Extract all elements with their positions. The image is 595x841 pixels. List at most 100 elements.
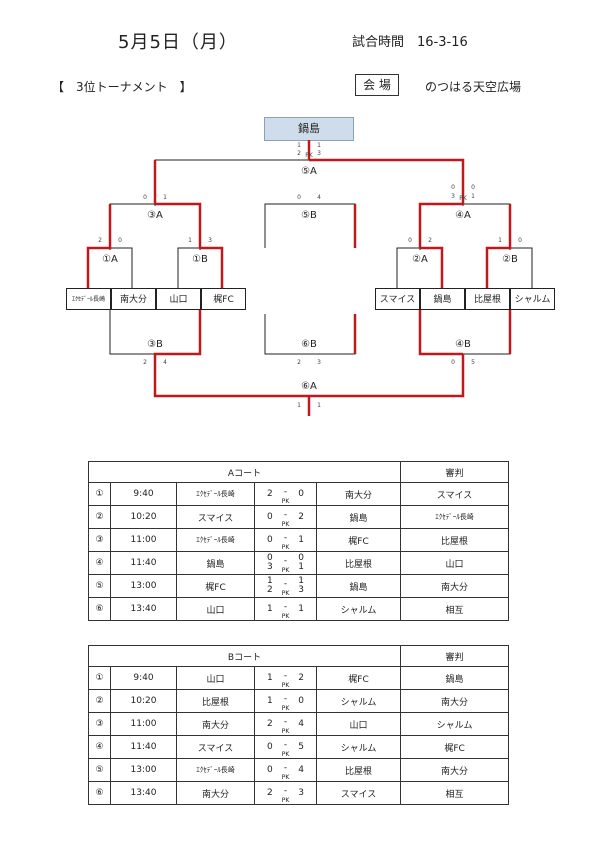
referee: シャルム: [400, 712, 510, 736]
home-team: 山口: [176, 597, 255, 621]
away-score: 2: [298, 672, 304, 683]
home-score: 0: [267, 553, 273, 563]
match-number: ⑤: [88, 574, 111, 598]
pk-label: PK: [281, 774, 290, 781]
away-score: 1: [298, 576, 304, 586]
score-5A-right-pk: 3: [317, 150, 321, 157]
match-number: ①: [88, 666, 111, 690]
home-team: ｴｸｾﾃﾞｰﾙ長崎: [176, 758, 255, 782]
node-3A: ③A: [147, 210, 163, 221]
referee: 梶FC: [400, 735, 510, 759]
score-6B-right: 3: [317, 359, 321, 366]
pk-label: PK: [281, 682, 290, 689]
home-score: 1: [267, 576, 273, 586]
table-a-referee-header: 審判: [400, 461, 510, 483]
score-1B-left: 1: [188, 237, 192, 244]
match-time: 11:00: [110, 528, 177, 552]
score-1A-left: 2: [98, 237, 102, 244]
score-dash: -: [283, 533, 288, 543]
node-5B: ⑤B: [301, 210, 317, 221]
home-pk-score: 2: [267, 585, 273, 595]
referee: 南大分: [400, 574, 510, 598]
referee: 比屋根: [400, 528, 510, 552]
home-team: 南大分: [176, 781, 255, 805]
away-team: 比屋根: [315, 551, 402, 575]
match-time: 11:40: [110, 735, 177, 759]
tournament-title: 【 3位トーナメント 】: [52, 80, 192, 94]
referee: 山口: [400, 551, 510, 575]
table-b-referee-header: 審判: [400, 645, 510, 667]
score-3B-right: 4: [163, 359, 167, 366]
score-dash: -: [283, 671, 288, 681]
match-time: 9:40: [110, 666, 177, 690]
score-6B-left: 2: [297, 359, 301, 366]
node-2B: ②B: [502, 254, 518, 265]
node-1B: ①B: [192, 254, 208, 265]
score-2B-left: 1: [498, 237, 502, 244]
venue-name: のつはる天空広場: [425, 80, 522, 94]
score-dash: -: [283, 510, 288, 520]
score-3B-left: 2: [143, 359, 147, 366]
home-score: 0: [267, 511, 273, 522]
score-dash: -: [283, 694, 288, 704]
score-6A-right: 1: [317, 402, 321, 409]
home-score: 1: [267, 603, 273, 614]
match-number: ③: [88, 528, 111, 552]
referee: 鍋島: [400, 666, 510, 690]
home-team: 南大分: [176, 712, 255, 736]
away-score: 4: [298, 718, 304, 729]
page-date: 5月5日（月）: [118, 32, 238, 53]
score-2A-left: 0: [408, 237, 412, 244]
match-time: 13:40: [110, 781, 177, 805]
score-4B-right: 5: [471, 359, 475, 366]
match-time: 試合時間 16-3-16: [352, 35, 468, 50]
home-score: 1: [267, 672, 273, 683]
venue-label: 会 場: [355, 74, 399, 96]
table-b-title: Bコート: [87, 645, 402, 667]
pk-label: PK: [281, 728, 290, 735]
match-time: 11:00: [110, 712, 177, 736]
pk-label: PK: [281, 613, 290, 620]
home-team: 鍋島: [176, 551, 255, 575]
node-5A: ⑤A: [301, 166, 317, 177]
team-box: スマイス: [375, 288, 420, 310]
referee: スマイス: [400, 482, 510, 506]
away-score: 0: [298, 695, 304, 706]
home-team: 山口: [176, 666, 255, 690]
referee: 南大分: [400, 689, 510, 713]
away-score: 5: [298, 741, 304, 752]
match-time: 9:40: [110, 482, 177, 506]
home-score: 0: [267, 741, 273, 752]
score-dash: -: [283, 556, 288, 566]
pk-label: PK: [281, 590, 290, 597]
home-team: 比屋根: [176, 689, 255, 713]
home-score: 2: [267, 787, 273, 798]
match-time: 11:40: [110, 551, 177, 575]
away-score: 4: [298, 764, 304, 775]
home-team: ｴｸｾﾃﾞｰﾙ長崎: [176, 482, 255, 506]
referee: 相互: [400, 781, 510, 805]
score-5B-left: 0: [297, 194, 301, 201]
score-4A-pk: PK: [459, 195, 468, 202]
